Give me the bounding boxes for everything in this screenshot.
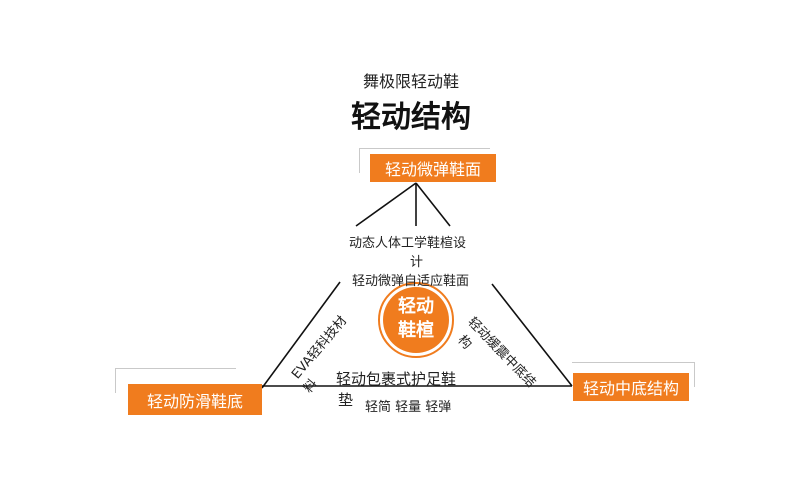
connector-right-side: [491, 283, 573, 387]
node-right: 轻动中底结构: [573, 373, 689, 401]
top-node-frame: [359, 148, 490, 173]
node-top: 轻动微弹鞋面: [370, 154, 496, 182]
node-left-label: 轻动防滑鞋底: [146, 391, 243, 411]
top-label-line3: 轻动微弹自适应鞋面: [352, 274, 470, 289]
right-node-frame: [572, 362, 695, 387]
top-label-line2: 计: [410, 255, 424, 270]
node-left: 轻动防滑鞋底: [128, 384, 262, 415]
diagram-subtitle: 舞极限轻动鞋: [362, 72, 459, 91]
top-label-line1: 动态人体工学鞋楦设: [349, 236, 467, 251]
center-label-line1: 轻动: [398, 296, 434, 317]
bottom-label-line3: 轻简 轻量 轻弹: [365, 400, 452, 415]
diagram-title: 轻动结构: [351, 100, 471, 135]
connector-left-side: [261, 281, 341, 389]
center-label-line2: 鞋楦: [398, 320, 434, 341]
center-disc: [383, 287, 449, 353]
connector-top-left: [355, 182, 417, 227]
connector-top-right: [415, 182, 451, 227]
bottom-label-line1: 轻动包裹式护足鞋: [336, 370, 457, 388]
left-node-frame: [115, 368, 236, 393]
node-top-label: 轻动微弹鞋面: [384, 160, 481, 179]
node-right-label: 轻动中底结构: [582, 379, 679, 398]
bottom-label-line2: 垫: [338, 391, 354, 409]
